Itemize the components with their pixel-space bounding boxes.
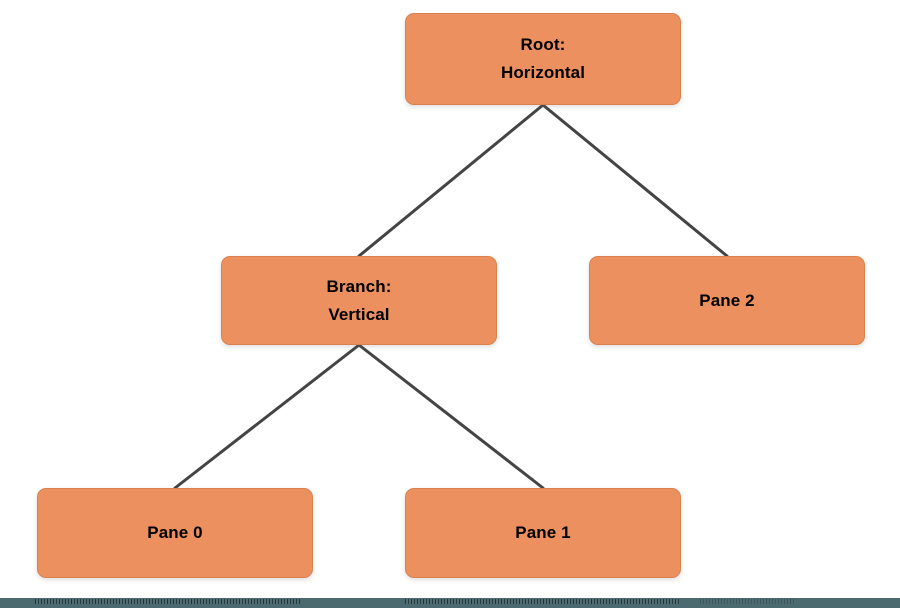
bottom-bar-text-mid [405,599,680,604]
bottom-bar-text-left [35,599,300,604]
tree-node-branch[interactable]: Branch: Vertical [221,256,497,345]
edge-root-to-pane2 [541,103,729,258]
tree-node-pane-0[interactable]: Pane 0 [37,488,313,578]
bottom-bar-text-right [700,599,795,604]
bottom-status-bar[interactable] [0,598,900,608]
edge-branch-to-pane1 [357,343,545,490]
edge-root-to-branch [357,103,545,258]
bottom-strip [0,592,900,608]
tree-node-pane-1[interactable]: Pane 1 [405,488,681,578]
tree-node-pane-2[interactable]: Pane 2 [589,256,865,345]
tree-diagram-canvas: Root: Horizontal Branch: Vertical Pane 2… [37,13,865,578]
edge-branch-to-pane0 [173,343,361,490]
tree-node-root[interactable]: Root: Horizontal [405,13,681,105]
